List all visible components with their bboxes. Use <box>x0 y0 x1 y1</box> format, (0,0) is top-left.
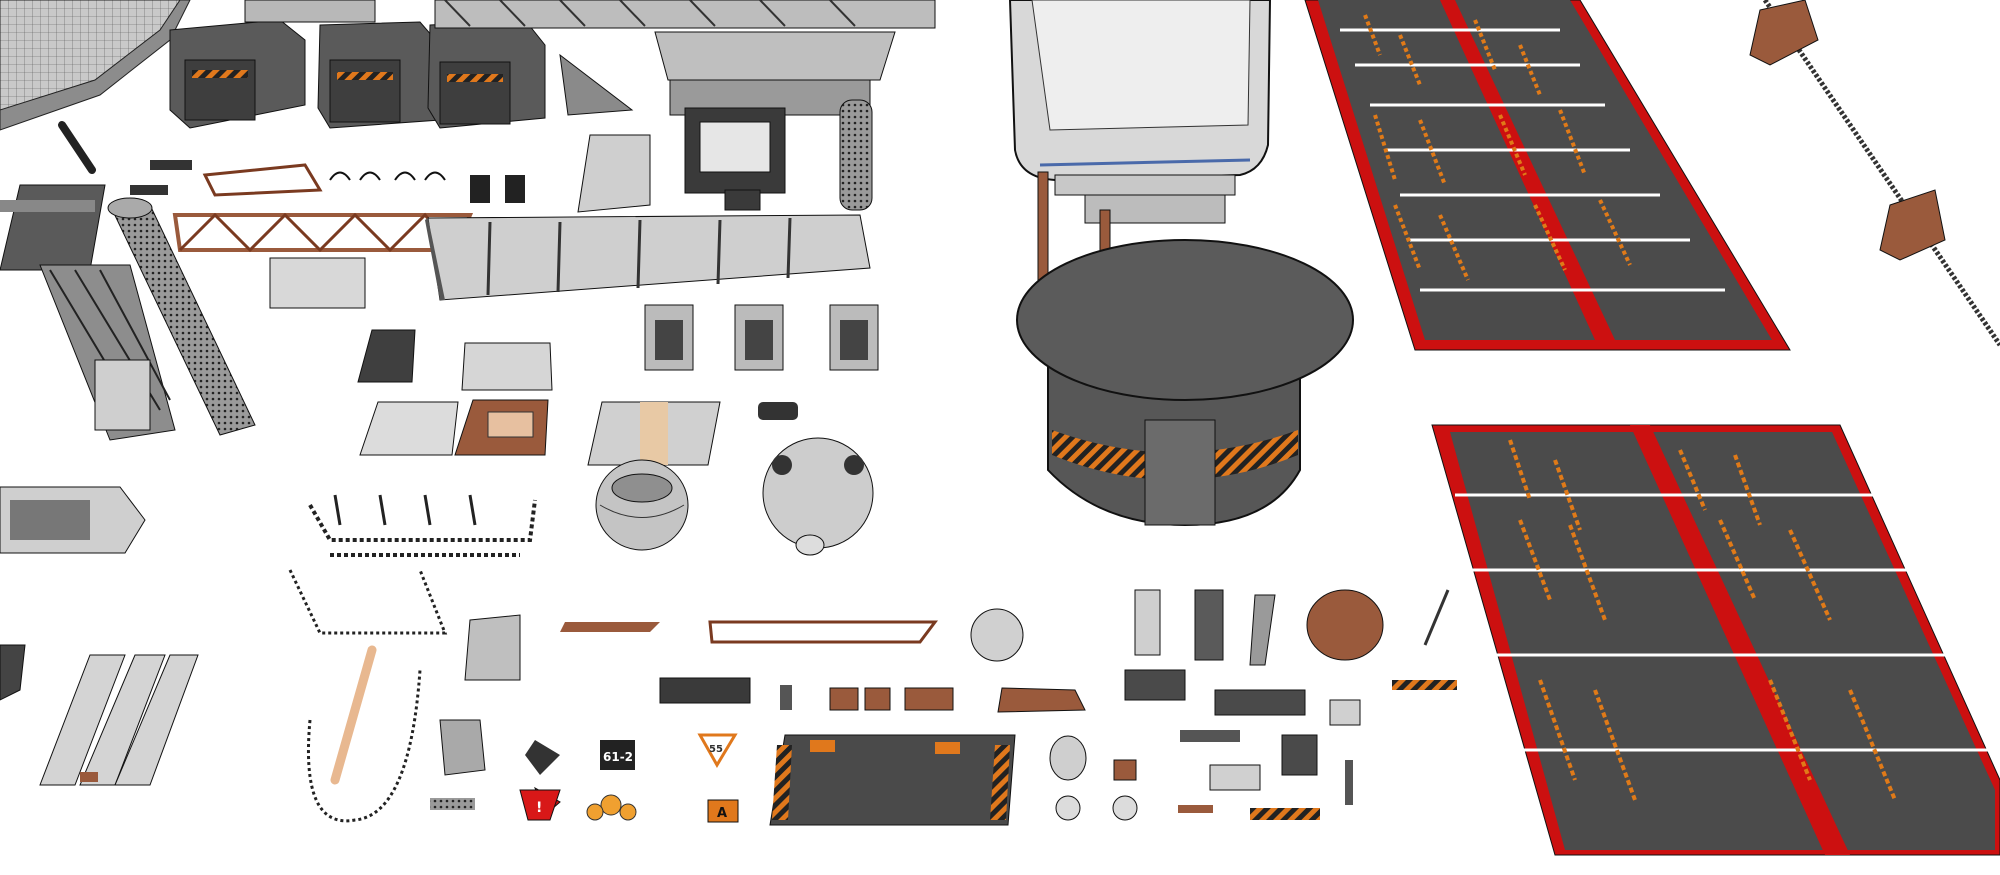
cable-line <box>1749 0 2000 347</box>
utility-box <box>577 134 651 213</box>
letter-tile <box>707 799 739 823</box>
landing-pad <box>769 734 1016 826</box>
ski-plates <box>39 654 199 786</box>
dome-tank-right <box>762 437 874 556</box>
floor-tiles <box>357 329 798 466</box>
small-props-right <box>1113 589 1457 820</box>
small-props-center <box>560 608 1138 821</box>
bay-code-label: 61-2 <box>603 750 633 764</box>
runway-upper <box>1304 0 1791 351</box>
crane-tower <box>0 184 176 441</box>
upper-station-module <box>1008 0 1272 224</box>
letter-tile-label: A <box>717 806 727 821</box>
side-console <box>0 486 146 554</box>
warning-triangle-red <box>519 789 561 821</box>
cabin-module-3 <box>427 19 546 129</box>
cabin-module-2 <box>317 21 441 129</box>
small-tools-row <box>130 160 525 203</box>
railing-rack <box>308 494 537 557</box>
dome-tank-left <box>595 459 689 551</box>
long-barrier-wall <box>269 214 871 309</box>
pod-set <box>644 304 879 371</box>
hangar-platform <box>0 0 191 131</box>
caution-triangle <box>697 733 738 768</box>
bay-sign-plate <box>600 740 635 770</box>
warning-glyph-label: ! <box>536 800 542 816</box>
ramp-wedge <box>559 53 634 116</box>
small-props-left <box>430 614 739 823</box>
landing-dome-base <box>1016 239 1354 527</box>
cabin-module-1 <box>169 19 306 129</box>
runway-lower <box>1431 424 2000 856</box>
silo-column <box>107 197 256 436</box>
cable-harness <box>288 569 448 823</box>
triangle-code-label: 55 <box>709 744 723 755</box>
parts-strip-top <box>244 0 936 29</box>
engine-block <box>684 107 786 211</box>
pipe-stub <box>58 121 96 174</box>
edge-panel <box>0 644 26 701</box>
column-cylinder <box>839 99 873 211</box>
